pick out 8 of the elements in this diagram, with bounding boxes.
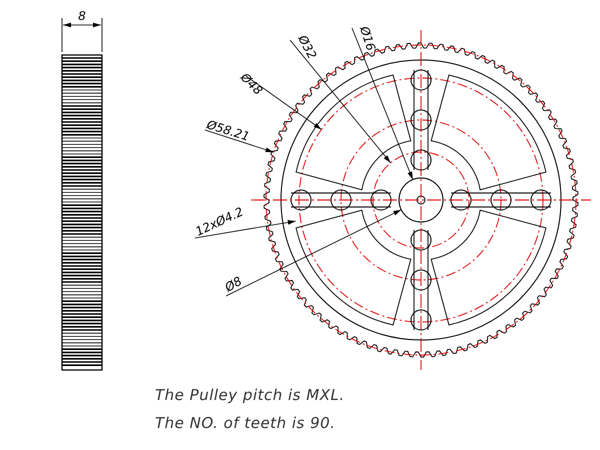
dimension-label: 8 [78, 9, 86, 23]
dimension-label: Ø16 [357, 24, 378, 52]
dimension-label: Ø58.21 [205, 117, 252, 144]
dimension-label: Ø32 [295, 32, 320, 62]
dimension-label: Ø48 [238, 70, 266, 98]
note-text: The Pulley pitch is MXL. [155, 386, 345, 404]
note-text: The NO. of teeth is 90. [155, 414, 336, 432]
dimension-label: Ø8 [222, 274, 244, 295]
